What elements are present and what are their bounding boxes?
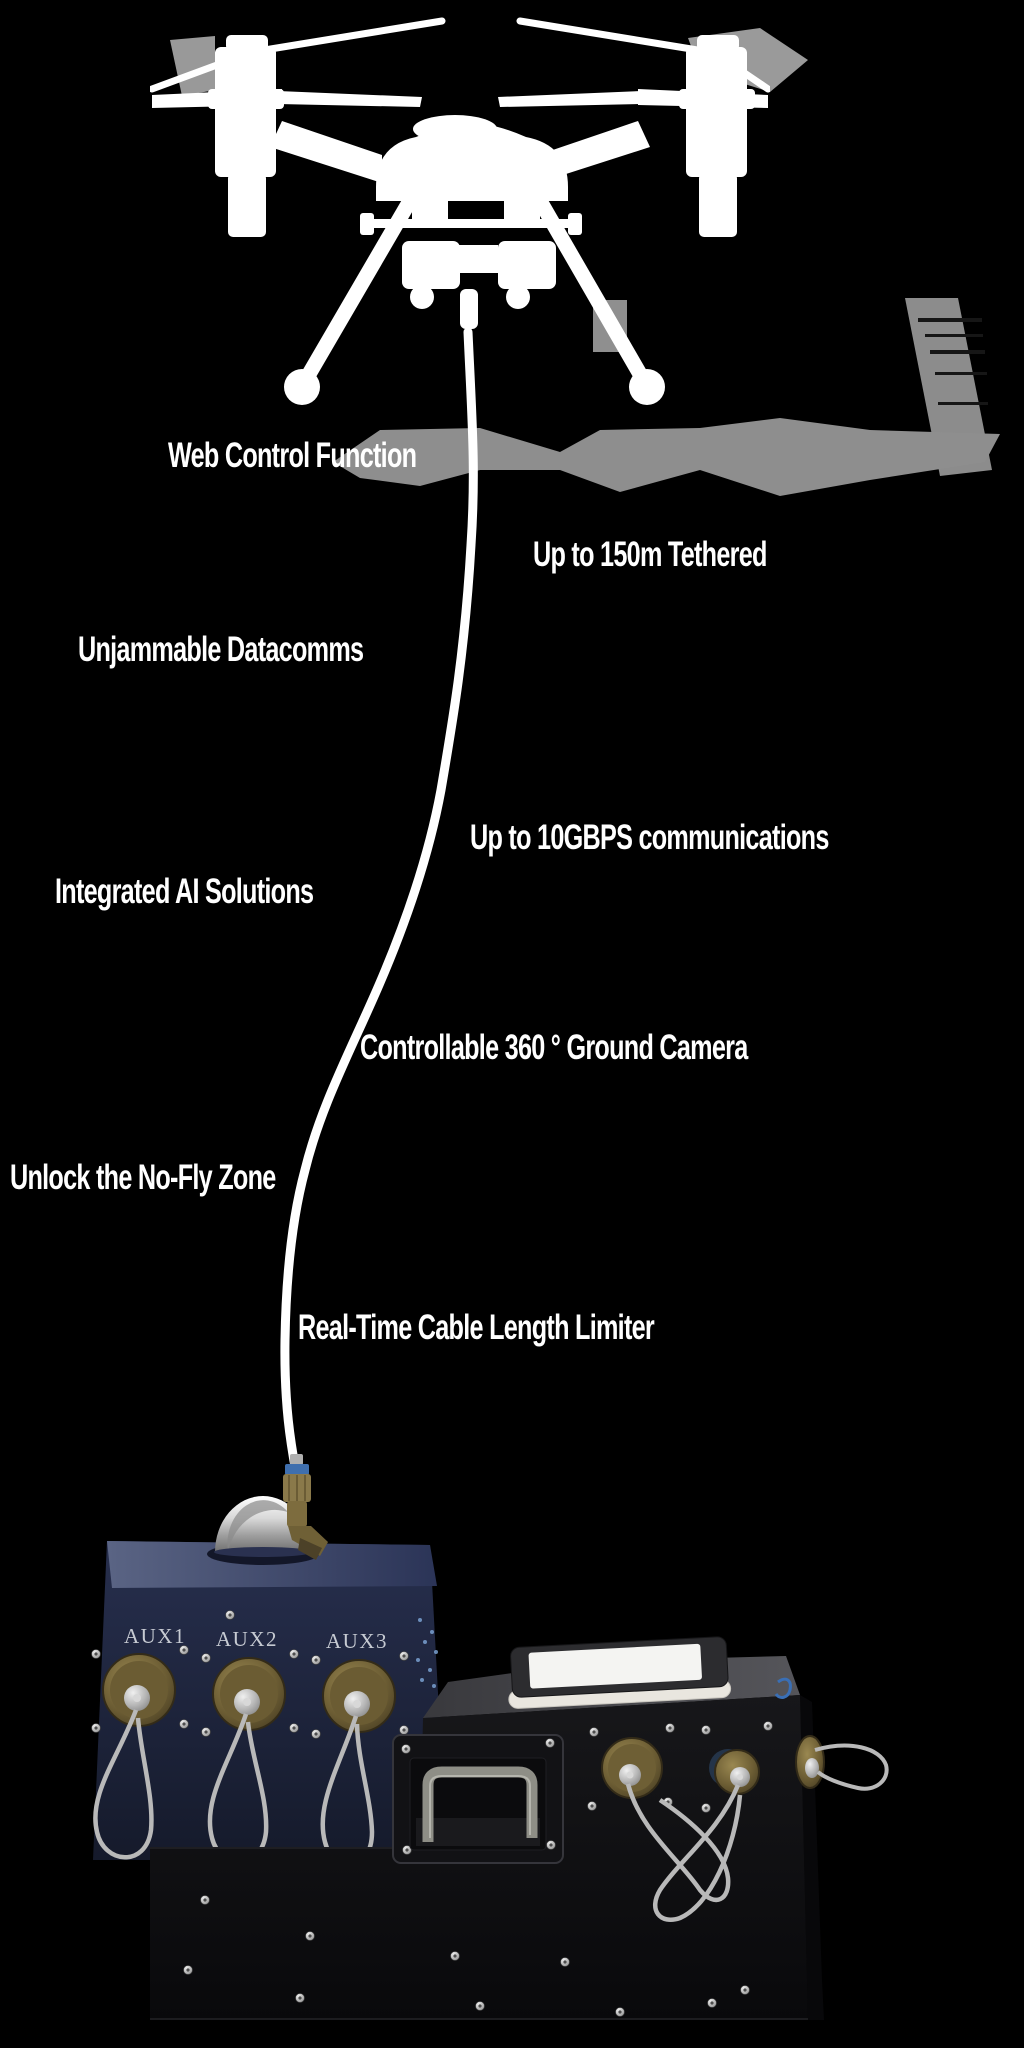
case-connector-a — [587, 1723, 675, 1811]
label-cable-limiter: Real-Time Cable Length Limiter — [298, 1308, 655, 1347]
aux1-connector — [91, 1645, 189, 1860]
shadow-band — [333, 418, 1000, 496]
aux3-connector — [311, 1651, 409, 1868]
lanyard-wire — [625, 1783, 731, 1903]
aux2-label: AUX2 — [216, 1627, 278, 1651]
equipment-case — [150, 1636, 889, 2020]
drone-body — [376, 123, 568, 201]
gland-blue-band — [285, 1464, 309, 1475]
enclosure-logo-dots — [416, 1618, 438, 1688]
ground-station: AUX1 AUX2 AUX3 — [91, 1454, 889, 2020]
drone-propeller-blade — [152, 89, 282, 108]
drone-silhouette — [150, 17, 770, 405]
drone-arm — [270, 121, 382, 183]
drone-payload-camera — [498, 241, 556, 289]
drone-landing-legs — [297, 179, 652, 389]
label-no-fly-zone: Unlock the No-Fly Zone — [10, 1158, 276, 1197]
handle-grip[interactable] — [422, 1766, 538, 1842]
label-ground-camera: Controllable 360 ° Ground Camera — [360, 1028, 748, 1067]
case-side-connector — [795, 1735, 889, 1791]
drone-payload-camera — [402, 241, 460, 289]
drone-thin-propellers — [150, 17, 770, 93]
aux3-label: AUX3 — [326, 1629, 388, 1653]
tether-gland — [283, 1454, 328, 1560]
tablet — [508, 1636, 732, 1709]
label-datacomms: Unjammable Datacomms — [78, 630, 364, 669]
lanyard-wire — [93, 1709, 154, 1860]
drone-left-motor-tower — [215, 47, 276, 177]
carry-handle[interactable] — [392, 1734, 564, 1864]
aux1-label: AUX1 — [124, 1624, 186, 1648]
case-connector-b — [701, 1721, 773, 1813]
shadow-streaks — [918, 318, 988, 405]
tablet-screen — [528, 1643, 702, 1689]
shadow-trapezoid — [905, 298, 992, 476]
screw — [225, 1610, 235, 1620]
lanyard-wire — [653, 1784, 743, 1922]
label-ai-solutions: Integrated AI Solutions — [55, 872, 314, 911]
blue-cable-detail — [774, 1677, 792, 1699]
lanyard-wire — [814, 1743, 889, 1791]
label-communications: Up to 10GBPS communications — [470, 818, 829, 857]
label-tethered: Up to 150m Tethered — [533, 535, 767, 574]
label-web-control: Web Control Function — [168, 436, 417, 475]
aux2-connector — [201, 1649, 299, 1865]
drone-right-motor-tower — [686, 47, 747, 177]
